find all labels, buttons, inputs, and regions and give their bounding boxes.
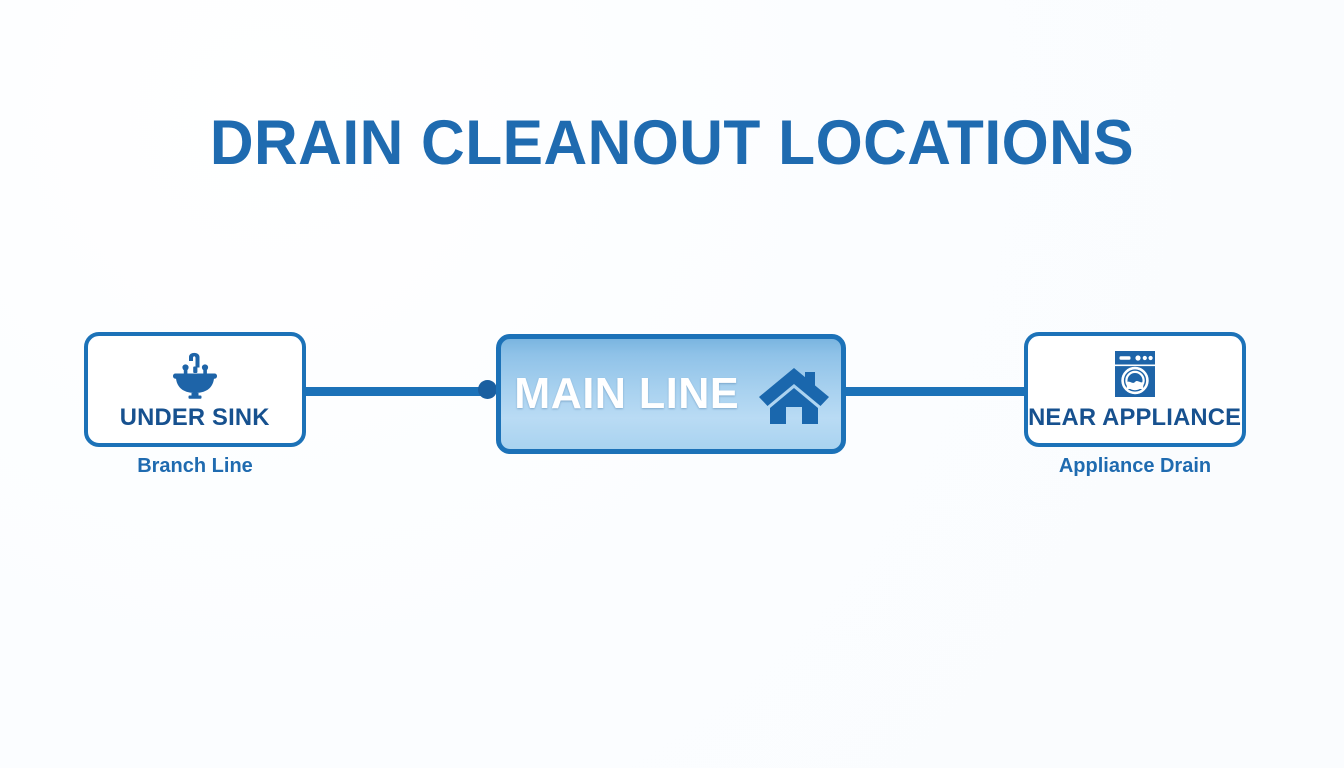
washing-machine-icon (1111, 348, 1159, 400)
node-under-sink[interactable]: UNDER SINK (84, 332, 306, 447)
node-near-appliance[interactable]: NEAR APPLIANCE (1024, 332, 1246, 447)
page-title: DRAIN CLEANOUT LOCATIONS (209, 108, 1135, 178)
node-label-main-line: MAIN LINE (514, 369, 740, 418)
connector-under-sink-to-main-line (300, 387, 492, 396)
node-caption-branch-line: Branch Line (137, 455, 253, 477)
sink-icon (169, 348, 221, 400)
connector-main-line-to-near-appliance (842, 387, 1028, 396)
node-caption-appliance-drain: Appliance Drain (1058, 455, 1212, 477)
connector-endpoint-dot-icon (478, 380, 497, 399)
house-icon (758, 364, 830, 426)
node-main-line[interactable]: MAIN LINE (496, 334, 846, 454)
node-label-near-appliance: NEAR APPLIANCE (1028, 404, 1242, 431)
node-label-under-sink: UNDER SINK (120, 404, 270, 431)
